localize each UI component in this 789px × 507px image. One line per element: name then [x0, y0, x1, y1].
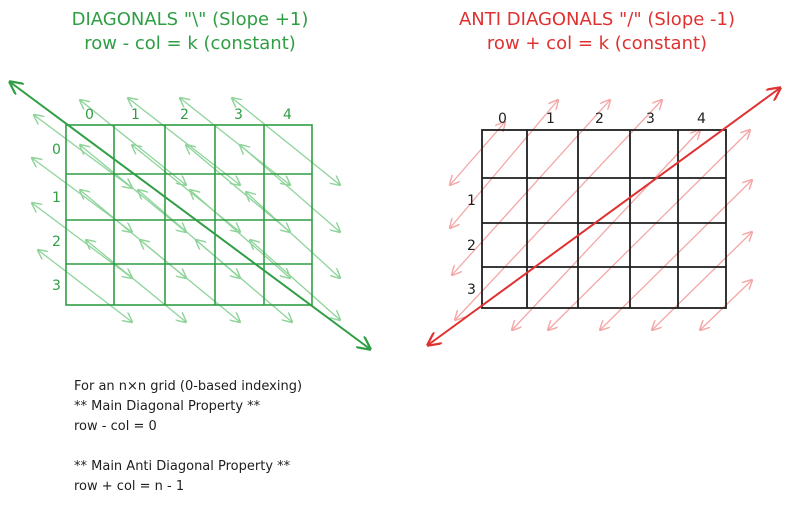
note-line: ** Main Diagonal Property **	[74, 399, 261, 414]
note-line: row + col = n - 1	[74, 479, 185, 494]
right-row-label: 1	[467, 193, 476, 209]
right-title-line2: row + col = k (constant)	[486, 33, 708, 54]
left-title: DIAGONALS "\" (Slope +1) row - col = k (…	[0, 8, 380, 56]
right-title: ANTI DIAGONALS "/" (Slope -1) row + col …	[405, 8, 789, 56]
right-col-label: 2	[595, 111, 604, 127]
left-col-label: 4	[283, 107, 292, 123]
left-col-label: 3	[234, 107, 243, 123]
left-row-label: 3	[52, 278, 61, 294]
note-line: ** Main Anti Diagonal Property **	[74, 459, 291, 474]
right-col-label: 4	[697, 111, 706, 127]
note-line: For an n×n grid (0-based indexing)	[74, 379, 303, 394]
right-grid	[481, 129, 727, 309]
right-row-label: 3	[467, 282, 476, 298]
notes-block: For an n×n grid (0-based indexing) ** Ma…	[74, 377, 414, 497]
right-col-label: 3	[646, 111, 655, 127]
left-col-label: 0	[85, 107, 94, 123]
left-row-label: 0	[52, 142, 61, 158]
right-row-label: 2	[467, 238, 476, 254]
right-col-label: 0	[498, 111, 507, 127]
left-row-label: 1	[52, 190, 61, 206]
left-col-label: 1	[131, 107, 140, 123]
right-title-line1: ANTI DIAGONALS "/" (Slope -1)	[458, 9, 736, 30]
left-title-line1: DIAGONALS "\" (Slope +1)	[71, 9, 309, 30]
left-title-line2: row - col = k (constant)	[84, 33, 296, 54]
left-col-label: 2	[180, 107, 189, 123]
note-spacer	[74, 437, 414, 457]
note-line: row - col = 0	[74, 419, 157, 434]
left-main-diagonal-arrow	[10, 82, 370, 349]
right-col-label: 1	[546, 111, 555, 127]
left-row-label: 2	[52, 234, 61, 250]
right-main-antidiagonal-arrow	[428, 88, 780, 345]
